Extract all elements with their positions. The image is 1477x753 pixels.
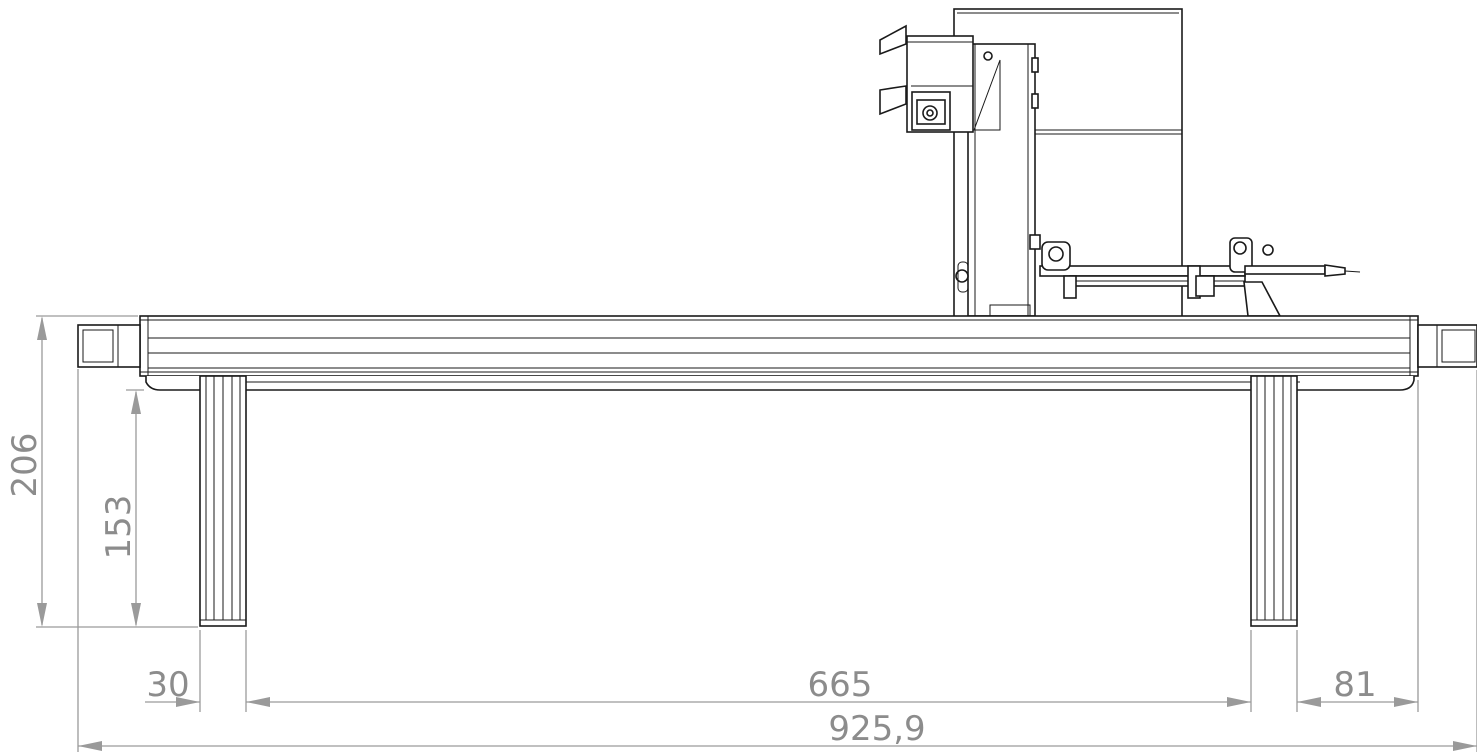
dimension-label-665: 665 bbox=[808, 665, 873, 705]
dimension-overall-height: 206 bbox=[5, 316, 47, 627]
dimension-label-30: 30 bbox=[146, 665, 189, 705]
extension-lines bbox=[36, 315, 1477, 752]
dimension-label-925-9: 925,9 bbox=[828, 709, 925, 749]
spindle-arm bbox=[1039, 237, 1361, 317]
dimension-left-offset: 30 bbox=[145, 665, 200, 707]
dimension-label-206: 206 bbox=[5, 433, 45, 498]
main-beam bbox=[139, 315, 1419, 391]
dimension-leg-height: 153 bbox=[99, 390, 141, 627]
right-leg bbox=[1250, 375, 1298, 627]
right-end-bracket bbox=[1417, 324, 1477, 368]
dimension-right-offset: 81 bbox=[1297, 665, 1418, 707]
left-leg bbox=[199, 375, 247, 627]
dimension-leg-spacing: 665 bbox=[246, 665, 1251, 707]
left-end-bracket bbox=[77, 324, 141, 368]
dimension-label-153: 153 bbox=[99, 495, 139, 560]
dimension-overall-width: 925,9 bbox=[78, 709, 1477, 751]
dimensions: 206 153 30 665 81 bbox=[5, 315, 1477, 752]
gripper-head bbox=[879, 24, 974, 150]
vertical-column bbox=[955, 43, 1041, 317]
machine-assembly bbox=[77, 8, 1477, 627]
dimension-label-81: 81 bbox=[1333, 665, 1376, 705]
